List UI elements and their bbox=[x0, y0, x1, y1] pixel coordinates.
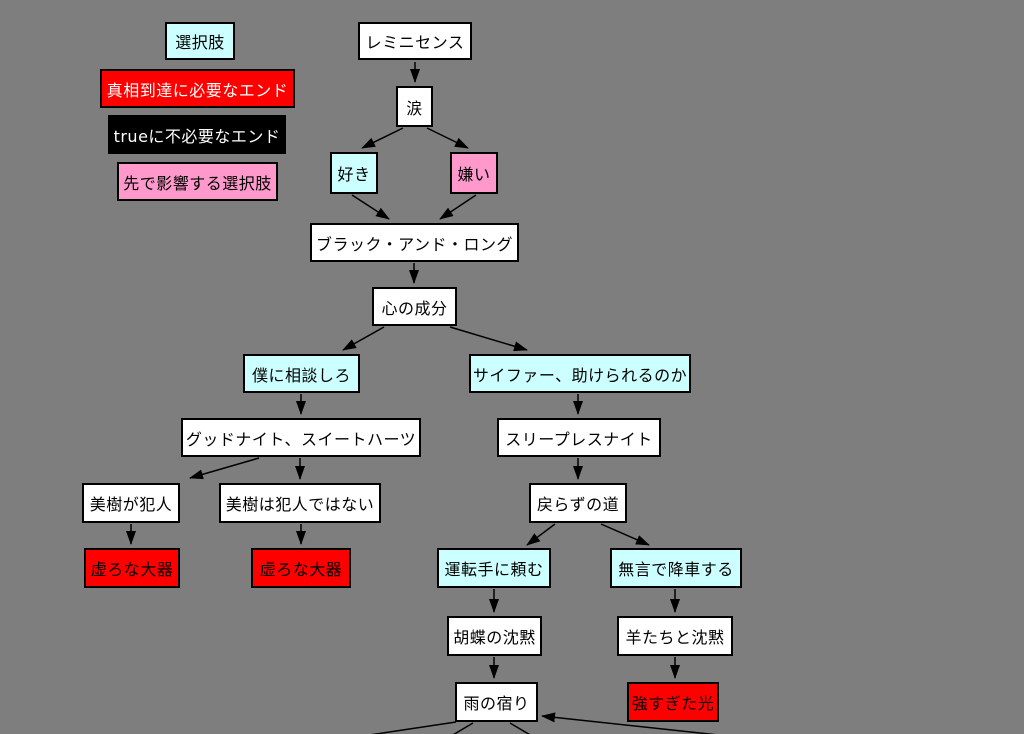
flow-line bbox=[452, 722, 474, 734]
legend-choice-node: 選択肢 bbox=[165, 22, 235, 60]
flow-arrow bbox=[449, 326, 528, 352]
black-and-long-node: ブラック・アンド・ロング bbox=[310, 223, 519, 262]
legend-unneeded-end-node: trueに不必要なエンド bbox=[108, 115, 286, 154]
hollow-vessel-2-node: 虚ろな大器 bbox=[251, 548, 351, 588]
heart-component-node: 心の成分 bbox=[372, 287, 457, 326]
silent-exit-node: 無言で降車する bbox=[610, 548, 742, 588]
flow-arrow bbox=[342, 326, 385, 351]
miki-not-culprit-node: 美樹は犯人ではない bbox=[219, 483, 381, 523]
flow-arrow bbox=[439, 194, 477, 220]
ask-driver-node: 運転手に頼む bbox=[437, 548, 551, 588]
cypher-help-node: サイファー、助けられるのか bbox=[469, 354, 691, 393]
flow-arrow bbox=[426, 127, 469, 149]
dislike-node: 嫌い bbox=[450, 152, 498, 194]
sheep-silence-node: 羊たちと沈黙 bbox=[617, 616, 733, 656]
flow-arrow bbox=[600, 523, 650, 546]
legend-required-end-node: 真相到達に必要なエンド bbox=[100, 69, 295, 108]
flow-arrow bbox=[189, 457, 260, 480]
miki-culprit-node: 美樹が犯人 bbox=[82, 483, 180, 523]
goodnight-node: グッドナイト、スイートハーツ bbox=[181, 418, 421, 457]
rain-shelter-node: 雨の宿り bbox=[455, 682, 538, 722]
flow-arrow bbox=[351, 194, 390, 220]
sleepless-night-node: スリープレスナイト bbox=[497, 418, 661, 457]
consult-me-node: 僕に相談しろ bbox=[243, 354, 360, 393]
flow-arrow bbox=[361, 127, 404, 149]
tears-node: 涙 bbox=[396, 86, 433, 127]
road-of-no-return-node: 戻らずの道 bbox=[529, 483, 627, 523]
legend-affecting-choice-node: 先で影響する選択肢 bbox=[117, 162, 278, 201]
flow-line bbox=[370, 721, 457, 734]
butterfly-silence-node: 胡蝶の沈黙 bbox=[447, 616, 542, 656]
too-strong-light-node: 強すぎた光 bbox=[627, 682, 719, 722]
flow-line bbox=[509, 722, 531, 734]
reminiscence-node: レミニセンス bbox=[358, 22, 472, 60]
flow-arrow bbox=[526, 523, 556, 546]
like-node: 好き bbox=[330, 152, 378, 194]
hollow-vessel-1-node: 虚ろな大器 bbox=[84, 548, 180, 588]
